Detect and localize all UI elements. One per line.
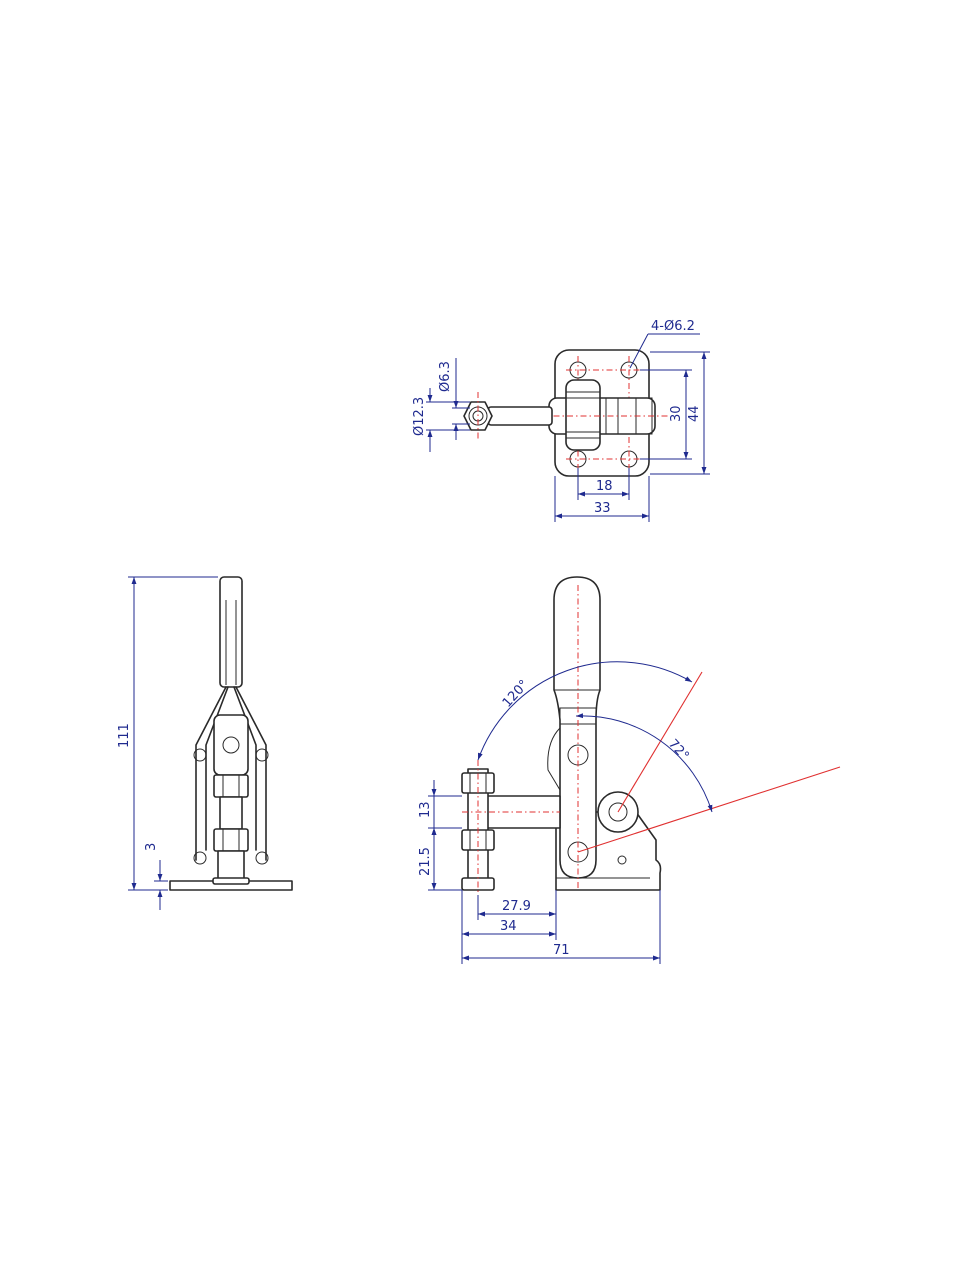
dim-base-height: 44: [687, 405, 702, 422]
side-handle-grip: [219, 576, 243, 688]
dim-base-thickness: 3: [144, 843, 159, 851]
dim-hole-spacing-h: 18: [596, 479, 613, 494]
top-spindle-arm: [487, 406, 553, 426]
dim-bolt-dia: Ø6.3: [438, 361, 453, 392]
side-view: 111 3: [117, 576, 293, 910]
front-view: 120° 72° 13 21.5 27.9 34 71: [418, 576, 841, 964]
front-handle-arm: [553, 576, 601, 879]
dim-nut-dia: Ø12.3: [412, 397, 427, 436]
side-link-plates: [195, 686, 267, 861]
dim-reach-inner: 27.9: [502, 899, 531, 914]
dim-holes: 4-Ø6.2: [651, 319, 695, 334]
dim-spindle-height: 13: [418, 801, 433, 818]
angle-arc-72: [575, 713, 713, 813]
dim-base-width: 33: [594, 501, 611, 516]
dim-open-angle: 120°: [500, 677, 532, 710]
dim-overall-length: 71: [553, 943, 570, 958]
angle-arc-120: [477, 661, 693, 761]
side-nut-upper: [213, 774, 249, 798]
dim-stop-angle: 72°: [665, 737, 692, 764]
side-nut-lower: [213, 828, 249, 852]
dim-reach-outer: 34: [500, 919, 517, 934]
dim-hole-spacing-v: 30: [669, 405, 684, 422]
top-view: 4-Ø6.2 Ø6.3 Ø12.3 30 44 18: [412, 319, 710, 522]
dim-bolt-height: 21.5: [418, 847, 433, 876]
dim-overall-height: 111: [117, 723, 132, 748]
